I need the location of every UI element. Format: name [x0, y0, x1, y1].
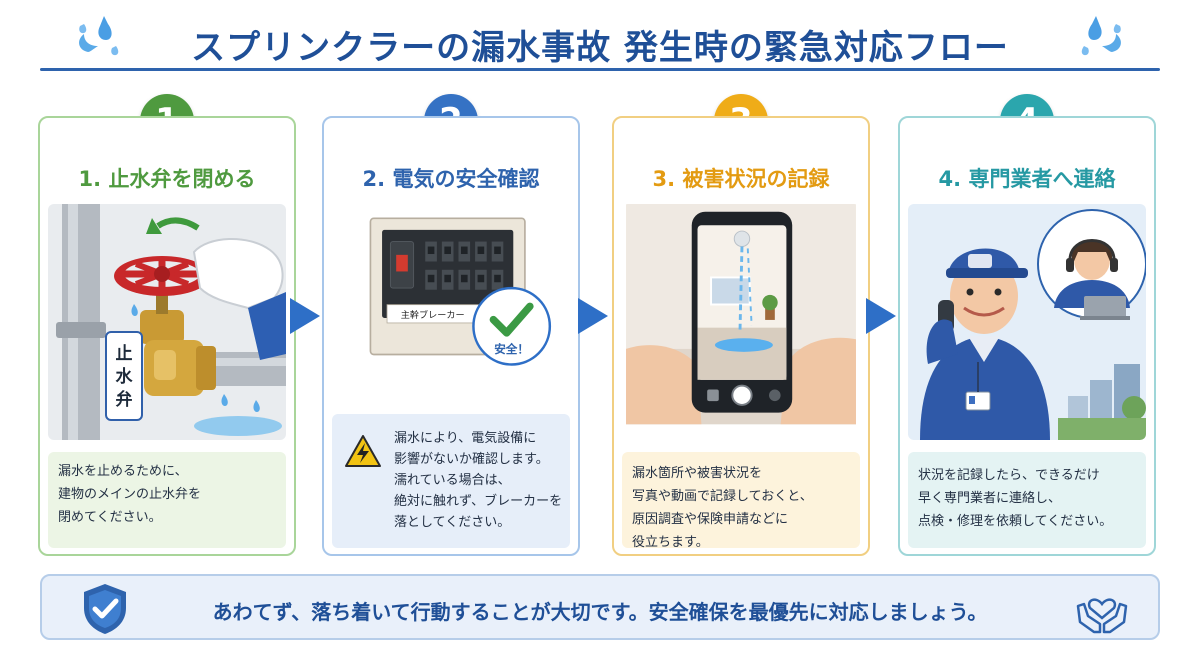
right-arrow-icon [290, 298, 320, 334]
right-arrow-icon [866, 298, 896, 334]
step-card-3: 3. 被害状況の記録 漏水箇所や被害状況を 写真や動画で記録しておくと、 原因調… [612, 116, 870, 556]
breaker-panel-illustration: 主幹ブレーカー 安全！ [352, 210, 552, 373]
description-line: 原因調査や保険申請などに [632, 512, 789, 527]
safe-badge: 安全！ [494, 342, 529, 356]
phone-recording-illustration [626, 204, 856, 425]
description-line: 影響がないか確認します。 [394, 452, 549, 467]
contact-contractor-illustration [908, 204, 1146, 440]
description-line: 絶対に触れず、ブレーカーを [394, 494, 563, 509]
description-line: 状況を記録したら、できるだけ [918, 468, 1100, 483]
description-line: 漏水箇所や被害状況を [632, 466, 763, 481]
breaker-label: 主幹ブレーカー [401, 309, 465, 321]
step-card-4: 4. 専門業者へ連絡 状況を記録したら、できるだけ [898, 116, 1156, 556]
step-title-1: 1. 止水弁を閉める [78, 167, 256, 191]
description-line: 写真や動画で記録しておくと、 [632, 489, 813, 504]
description-line: 閉めてください。 [58, 510, 162, 525]
description-line: 漏水を止めるために、 [58, 464, 188, 479]
step-card-1: 1. 止水弁を閉める 止 水 弁 [38, 116, 296, 556]
footer-banner: あわてず、落ち着いて行動することが大切です。安全確保を最優先に対応しましょう。 [40, 574, 1160, 640]
step-card-2: 2. 電気の安全確認 主幹ブレーカー 安全！ 漏水により、電気設備に 影響がない… [322, 116, 580, 556]
valve-tag-char: 弁 [116, 389, 133, 410]
description-line: 点検・修理を依頼してください。 [918, 514, 1113, 529]
shield-check-icon [84, 584, 126, 634]
valve-tag-char: 止 [116, 343, 133, 364]
step-description-2: 漏水により、電気設備に 影響がないか確認します。 濡れている場合は、 絶対に触れ… [332, 414, 570, 548]
step-description-1: 漏水を止めるために、 建物のメインの止水弁を 閉めてください。 [48, 452, 286, 548]
description-line: 早く専門業者に連絡し、 [918, 491, 1062, 506]
description-line: 建物のメインの止水弁を [58, 487, 202, 502]
page-title: スプリンクラーの漏水事故 発生時の緊急対応フロー [191, 28, 1009, 68]
step-description-4: 状況を記録したら、できるだけ 早く専門業者に連絡し、 点検・修理を依頼してくださ… [908, 452, 1146, 548]
valve-illustration: 止 水 弁 [48, 204, 286, 440]
footer-message: あわてず、落ち着いて行動することが大切です。安全確保を最優先に対応しましょう。 [212, 600, 988, 624]
description-line: 落としてください。 [394, 515, 511, 530]
right-arrow-icon [578, 298, 608, 334]
step-title-4: 4. 専門業者へ連絡 [938, 167, 1116, 191]
step-title-3: 3. 被害状況の記録 [652, 167, 830, 191]
step-description-3: 漏水箇所や被害状況を 写真や動画で記録しておくと、 原因調査や保険申請などに 役… [622, 452, 860, 550]
header: スプリンクラーの漏水事故 発生時の緊急対応フロー [40, 8, 1160, 70]
water-splash-icon [1081, 16, 1121, 56]
step-title-2: 2. 電気の安全確認 [362, 167, 540, 191]
hands-heart-icon [1076, 598, 1128, 634]
description-line: 濡れている場合は、 [394, 473, 511, 488]
water-splash-icon [79, 16, 119, 56]
warning-icon [345, 435, 381, 467]
header-divider [40, 68, 1160, 71]
description-line: 漏水により、電気設備に [394, 431, 537, 446]
valve-tag-char: 水 [116, 366, 134, 387]
description-line: 役立ちます。 [632, 535, 709, 550]
